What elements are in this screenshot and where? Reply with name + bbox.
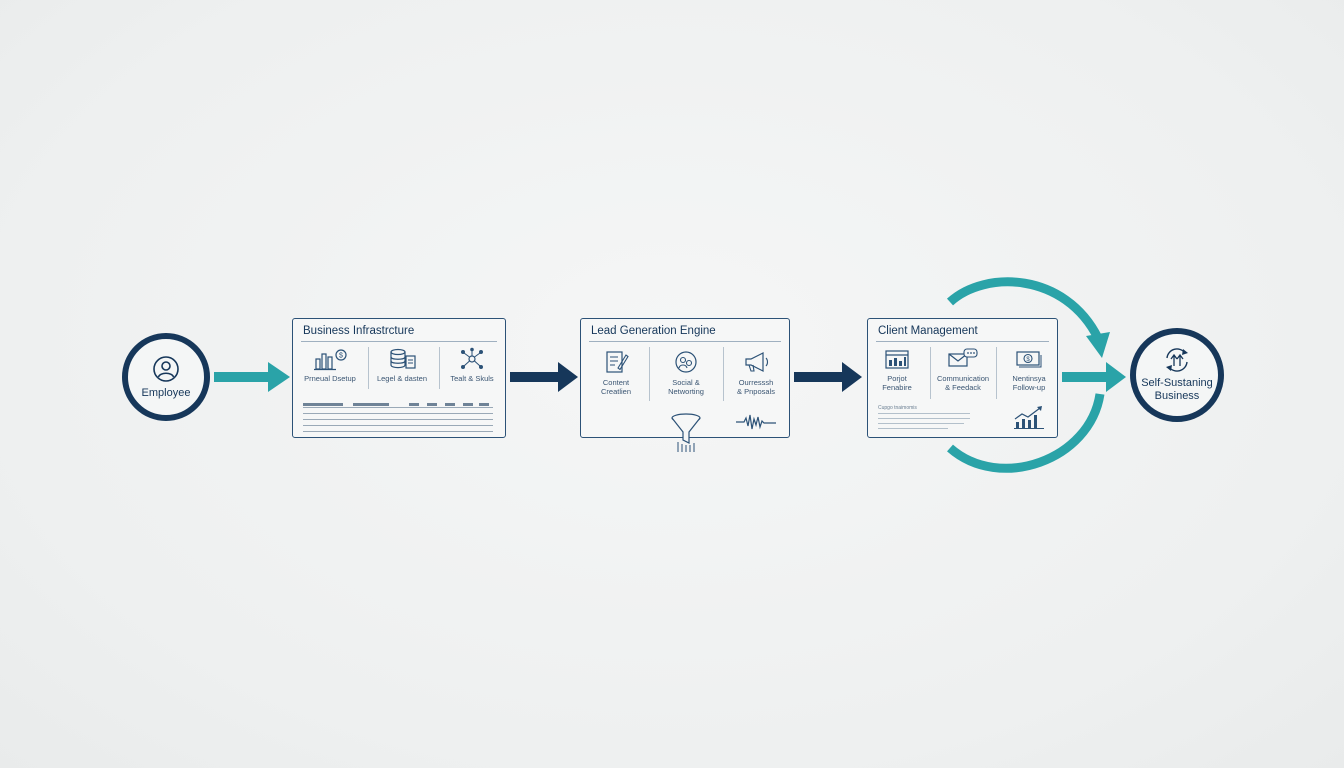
separator bbox=[723, 347, 724, 401]
money-icon: $ bbox=[1016, 351, 1042, 368]
waveform-icon bbox=[736, 414, 776, 430]
arrow-lead-to-client bbox=[794, 362, 862, 392]
separator bbox=[439, 347, 440, 389]
arrow-infrastructure-to-lead bbox=[510, 362, 578, 392]
people-chat-icon bbox=[675, 351, 697, 373]
separator bbox=[368, 347, 369, 389]
divider bbox=[301, 341, 497, 342]
item-outreach-proposals: Ourresssh& Pnposals bbox=[723, 349, 789, 396]
panel-title: Lead Generation Engine bbox=[591, 325, 716, 337]
item-label: Prneual Dsetup bbox=[304, 374, 356, 383]
cycle-up-arrows-icon bbox=[1166, 348, 1188, 372]
item-social-networking: Social &Networting bbox=[653, 349, 719, 396]
funnel-icon bbox=[671, 413, 701, 452]
separator bbox=[996, 347, 997, 399]
cycle-arrows bbox=[946, 277, 1110, 473]
growth-chart-icon bbox=[1014, 406, 1044, 429]
item-label: Tealt & Skuls bbox=[450, 374, 494, 383]
svg-text:$: $ bbox=[339, 353, 343, 360]
separator bbox=[649, 347, 650, 401]
bar-chart-coin-icon: $ bbox=[314, 349, 347, 371]
item-label: Legel & dasten bbox=[376, 374, 428, 383]
divider bbox=[589, 341, 781, 342]
arrow-client-to-business bbox=[1062, 362, 1126, 392]
database-document-icon bbox=[390, 348, 416, 369]
item-tools-skills: Tealt & Skuls bbox=[439, 347, 505, 383]
separator bbox=[930, 347, 931, 399]
svg-text:$: $ bbox=[1026, 357, 1030, 363]
item-label: Communication& Feedack bbox=[936, 374, 990, 392]
megaphone-icon bbox=[745, 352, 769, 372]
item-label: Ourresssh& Pnposals bbox=[737, 378, 775, 396]
arrow-employee-to-infrastructure bbox=[214, 362, 290, 392]
employee-label: Employee bbox=[141, 386, 191, 399]
item-financial-setup: $ Prneual Dsetup bbox=[297, 347, 363, 383]
item-label: Social &Networting bbox=[668, 378, 704, 396]
calendar-chart-icon bbox=[885, 350, 909, 369]
panel-title: Client Management bbox=[878, 325, 978, 337]
client-note: Cupgo tnaimomis bbox=[878, 405, 917, 411]
item-legal-admin: Legel & dasten bbox=[369, 347, 435, 383]
document-edit-icon bbox=[606, 351, 629, 373]
business-infrastructure-panel: Business Infrastrcture $ Prneual Dsetup … bbox=[292, 318, 506, 438]
panel-title: Business Infrastrcture bbox=[303, 325, 415, 337]
employee-node: Employee bbox=[122, 333, 210, 421]
item-communication-feedback: Communication& Feedack bbox=[930, 347, 996, 392]
envelope-chat-icon bbox=[948, 348, 978, 367]
divider bbox=[876, 341, 1049, 342]
network-nodes-icon bbox=[461, 347, 483, 369]
person-icon bbox=[153, 355, 179, 382]
